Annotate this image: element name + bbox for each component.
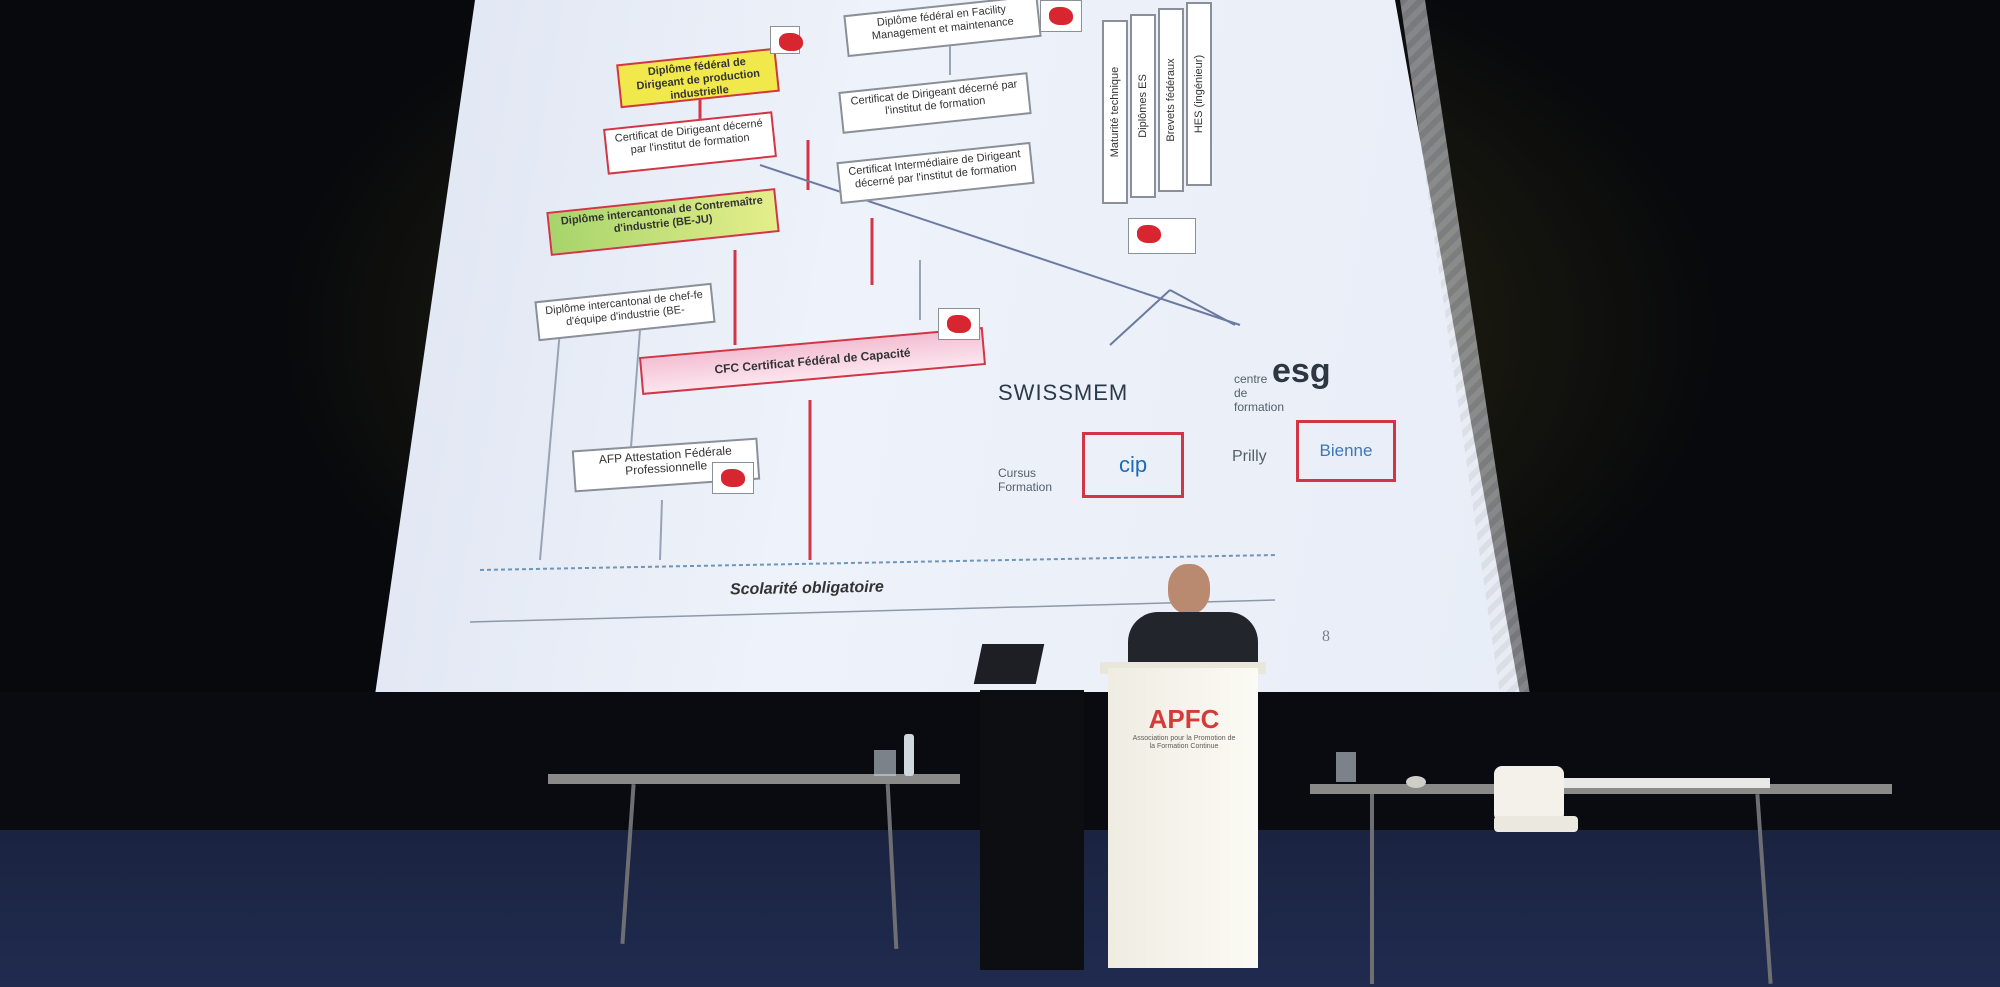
swiss-map-hes-icon — [1128, 218, 1196, 254]
water-glass — [1336, 752, 1356, 782]
apfc-name: APFC — [1148, 704, 1220, 734]
chair-back — [1494, 766, 1564, 822]
centre-formation-label: centre de formation — [1234, 372, 1285, 414]
microphone-base — [1406, 776, 1426, 788]
swiss-map-cfc-icon — [938, 308, 980, 340]
vertical-label-2: Brevets fédéraux — [1158, 8, 1184, 192]
paper-stack — [1560, 778, 1770, 788]
vertical-label-1: Diplômes ES — [1130, 14, 1156, 198]
left-table — [548, 774, 960, 784]
vertical-label-0: Maturité technique — [1102, 20, 1128, 204]
speaker-head — [1168, 564, 1210, 614]
chair-seat — [1494, 816, 1578, 832]
speaker — [1128, 564, 1258, 682]
water-bottle — [904, 734, 914, 776]
laptop — [973, 644, 1045, 684]
right-table — [1310, 784, 1892, 794]
vertical-label-3: HES (ingénieur) — [1186, 2, 1212, 186]
swiss-flag-icon — [770, 26, 803, 54]
scolarite-label: Scolarité obligatoire — [729, 578, 884, 599]
apfc-logo: APFC Association pour la Promotion de la… — [1130, 704, 1238, 751]
cursus-formation-logo: Cursus Formation — [998, 466, 1053, 494]
swissmem-logo: SWISSMEM — [998, 380, 1129, 405]
podium — [1108, 668, 1258, 968]
esg-logo: esg — [1272, 352, 1331, 390]
laptop-stand — [980, 690, 1084, 970]
prilly-label: Prilly — [1232, 448, 1267, 465]
swiss-map-afp-icon — [712, 462, 754, 494]
swiss-cross-map-icon — [1040, 0, 1082, 32]
table-leg — [1370, 794, 1374, 984]
apfc-tagline: Association pour la Promotion de la Form… — [1132, 735, 1236, 750]
bienne-logo: Bienne — [1296, 420, 1396, 482]
slide-page-number: 8 — [1322, 628, 1330, 645]
chair — [1494, 766, 1578, 856]
cip-logo: cip — [1082, 432, 1184, 498]
water-glass — [874, 750, 896, 776]
